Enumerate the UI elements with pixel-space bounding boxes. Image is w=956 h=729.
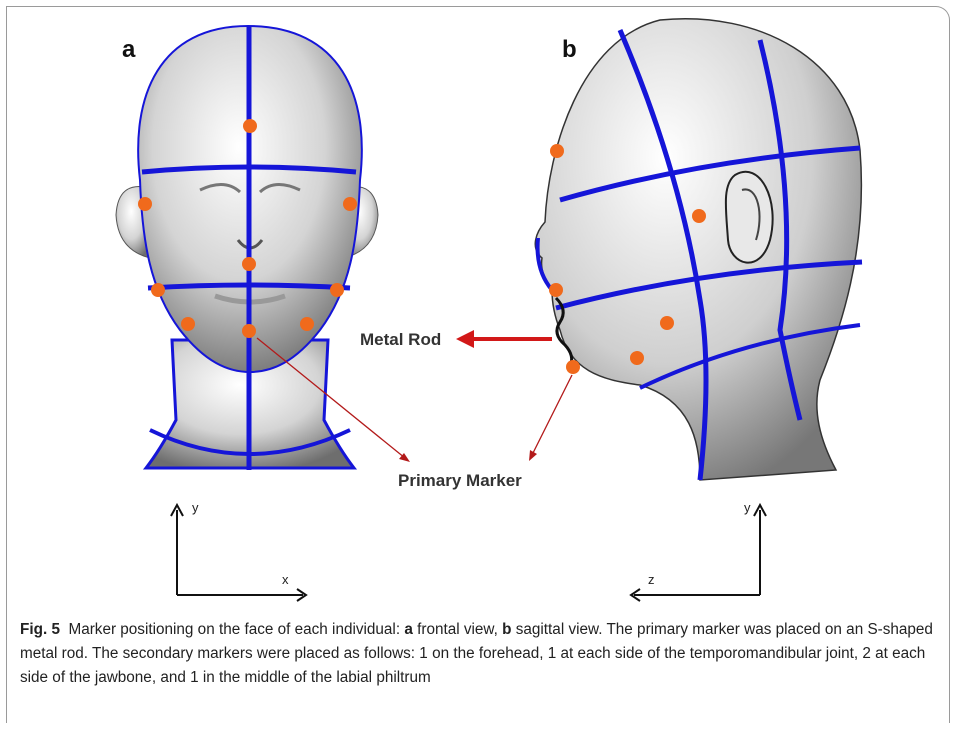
marker-jaw-left-lower [300,317,314,331]
frame-edge [6,705,7,723]
figure-illustration: Metal Rod Primary Marker a b y x y z [0,0,956,610]
axis-label-y-left: y [192,500,199,515]
caption-text-a: frontal view, [413,621,502,638]
caption-panel-b: b [502,621,511,638]
marker-tmj-right [138,197,152,211]
axis-label-x: x [282,572,289,587]
figure-caption: Fig. 5 Marker positioning on the face of… [20,618,935,690]
marker-primary-frontal [242,324,256,338]
marker-primary-sagittal [566,360,580,374]
sagittal-axes: y z [631,500,766,601]
arrow-left-icon [456,330,474,348]
axis-label-z: z [648,572,655,587]
caption-intro: Marker positioning on the face of each i… [68,621,404,638]
marker-forehead-side [550,144,564,158]
panel-label-a: a [122,36,136,63]
marker-jaw-left-upper [330,283,344,297]
marker-tmj-side [692,209,706,223]
marker-philtrum [242,257,256,271]
frontal-axes: y x [171,500,306,601]
marker-jaw-side-upper [660,316,674,330]
axis-label-y-right: y [744,500,751,515]
marker-forehead [243,119,257,133]
marker-jaw-right-upper [151,283,165,297]
marker-philtrum-side [549,283,563,297]
frontal-head [116,26,378,470]
marker-jaw-side-lower [630,351,644,365]
marker-jaw-right-lower [181,317,195,331]
primary-marker-label: Primary Marker [398,471,522,490]
caption-fig-label: Fig. 5 [20,621,60,638]
metal-rod-label: Metal Rod [360,330,441,349]
panel-label-b: b [562,36,577,63]
caption-panel-a: a [404,621,413,638]
metal-rod-callout: Metal Rod [360,330,552,349]
marker-tmj-left [343,197,357,211]
sagittal-head [535,19,862,480]
